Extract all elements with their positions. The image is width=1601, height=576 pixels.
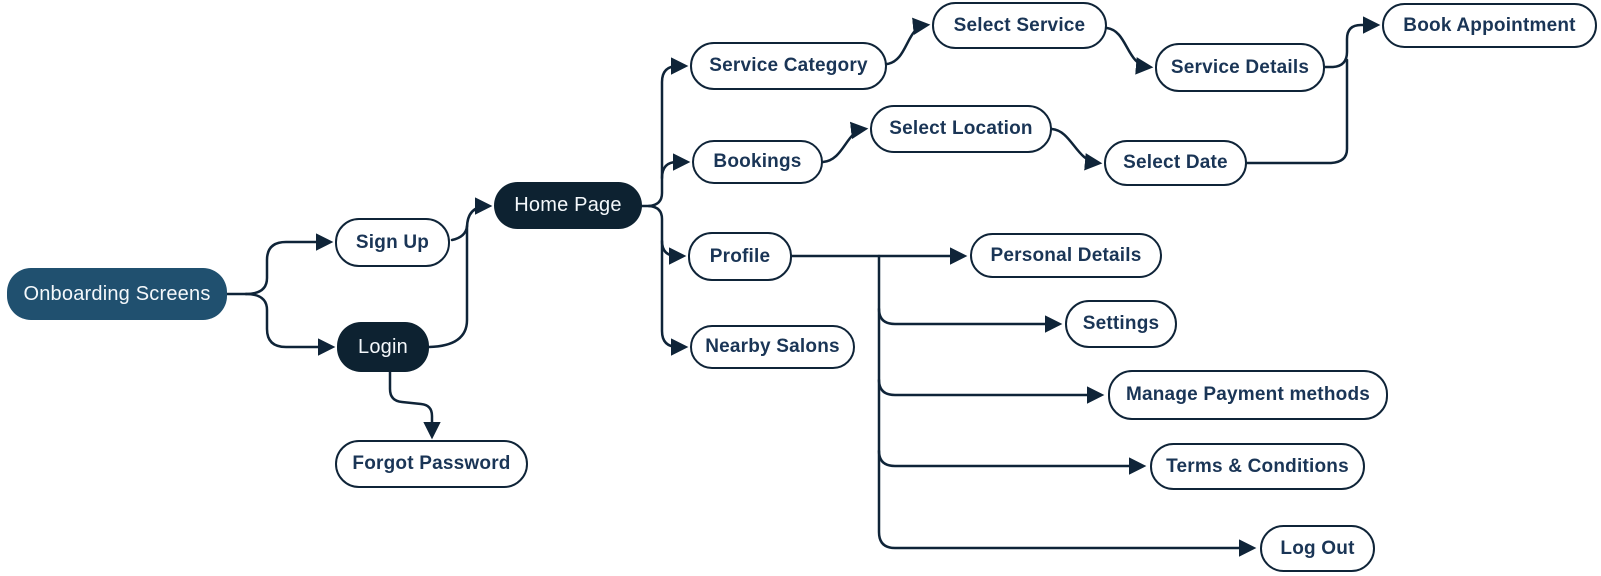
- node-nearby-salons[interactable]: Nearby Salons: [690, 325, 855, 369]
- edge-servicedetails-bookappointment: [1323, 16, 1381, 69]
- node-manage-payment-methods[interactable]: Manage Payment methods: [1108, 370, 1388, 420]
- node-settings[interactable]: Settings: [1065, 300, 1177, 348]
- node-book-appointment[interactable]: Book Appointment: [1382, 3, 1597, 48]
- node-sign-up[interactable]: Sign Up: [335, 218, 450, 267]
- node-service-category[interactable]: Service Category: [690, 42, 887, 90]
- edge-homepage-servicecategory: [647, 57, 689, 208]
- edge-homepage-bookings: [660, 153, 691, 180]
- node-select-date[interactable]: Select Date: [1104, 140, 1247, 186]
- edge-selectlocation-selectdate: [1050, 127, 1103, 171]
- edge-homepage-nearbysalons: [647, 204, 689, 356]
- edge-login-forgot: [388, 370, 441, 440]
- edge-selectservice-servicedetails: [1105, 26, 1154, 75]
- edge-servicecategory-selectservice: [885, 17, 931, 66]
- edge-profile-managepayment: [877, 378, 1105, 404]
- edge-homepage-profile: [660, 239, 687, 265]
- node-log-out[interactable]: Log Out: [1260, 525, 1375, 572]
- edge-signup-trunk: [450, 224, 469, 242]
- node-terms-conditions[interactable]: Terms & Conditions: [1150, 443, 1365, 490]
- node-select-service[interactable]: Select Service: [932, 2, 1107, 49]
- node-bookings[interactable]: Bookings: [692, 140, 823, 184]
- node-onboarding-screens[interactable]: Onboarding Screens: [7, 268, 227, 320]
- edge-profile-terms: [877, 449, 1147, 475]
- edge-onboarding-signup: [244, 233, 334, 296]
- edge-profile-settings: [877, 307, 1063, 333]
- node-forgot-password[interactable]: Forgot Password: [335, 440, 528, 488]
- node-profile[interactable]: Profile: [688, 232, 792, 281]
- node-personal-details[interactable]: Personal Details: [970, 233, 1162, 278]
- node-service-details[interactable]: Service Details: [1155, 43, 1325, 92]
- node-home-page[interactable]: Home Page: [494, 182, 642, 229]
- node-select-location[interactable]: Select Location: [870, 105, 1052, 153]
- edge-onboarding-login: [244, 292, 336, 356]
- edge-bookings-selectlocation: [821, 121, 869, 164]
- node-login[interactable]: Login: [337, 322, 429, 372]
